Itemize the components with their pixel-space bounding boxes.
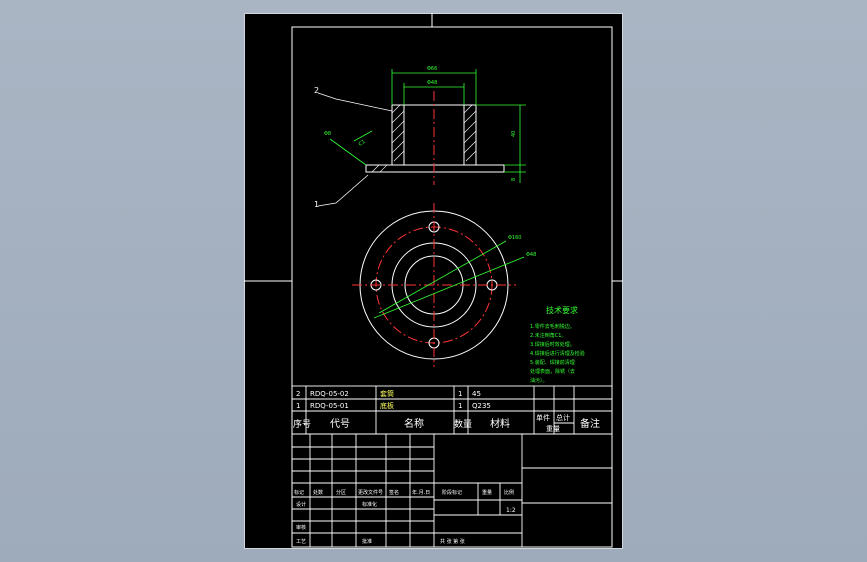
tb-change: 更改文件号: [358, 489, 383, 496]
tech-line: 4.焊接后进行清理及检验: [530, 350, 585, 357]
base-plate: [365, 164, 505, 173]
part-no: 1: [296, 402, 300, 410]
dim-weld: Φ8: [324, 131, 331, 137]
tb-review: 审核: [296, 524, 306, 531]
balloon-2: 2: [314, 86, 319, 95]
tech-line: 油污）。: [530, 377, 548, 384]
tb-sign: 签名: [389, 489, 399, 496]
top-view: [352, 203, 525, 367]
part-no: 2: [296, 390, 300, 398]
part-qty: 1: [458, 390, 462, 398]
tb-sheets: 共 张 第 张: [440, 538, 465, 545]
tb-date: 年.月.日: [412, 489, 430, 496]
part-qty: 1: [458, 402, 462, 410]
tech-line: 5.装配、焊接前清理: [530, 359, 575, 366]
header-remark: 备注: [580, 417, 600, 430]
tech-line: 3.焊接后时效处理。: [530, 341, 575, 348]
part-code: RDQ-05-02: [310, 390, 349, 398]
tb-stage: 阶段标记: [442, 489, 462, 496]
header-weight: 重量: [546, 425, 560, 433]
part-code: RDQ-05-01: [310, 402, 349, 410]
dim-top-outer: Φ66: [427, 66, 437, 72]
tb-count: 处数: [313, 489, 323, 496]
tech-line: 处理表面，除锈（去: [530, 368, 575, 375]
header-no: 序号: [293, 418, 311, 430]
front-view: [317, 69, 526, 207]
tech-title: 技术要求: [546, 305, 578, 315]
cad-drawing: 2 1 Φ66 Φ48 40 8 C1 Φ8 Φ160 Φ48 技术要求 1.零…: [244, 13, 623, 548]
part-material: Q235: [472, 402, 491, 410]
header-name: 名称: [404, 417, 424, 430]
tech-line: 1.零件去毛刺锐边。: [530, 323, 575, 330]
tb-weight: 重量: [482, 489, 492, 496]
tb-scale: 比例: [504, 489, 514, 496]
balloon-1: 1: [314, 200, 319, 209]
dim-pcd: Φ160: [508, 235, 521, 241]
tb-design: 设计: [296, 501, 306, 508]
tb-approve: 批准: [362, 538, 372, 545]
tech-line: 2.未注倒角C1。: [530, 332, 566, 339]
dim-height: 40: [511, 131, 517, 137]
tb-scale-value: 1:2: [506, 507, 516, 514]
header-total: 总计: [556, 413, 570, 422]
parts-list-grid: [291, 385, 613, 548]
tb-process: 工艺: [296, 539, 306, 545]
dim-top-inner: Φ48: [427, 80, 437, 86]
header-single: 单件: [536, 413, 550, 422]
dim-base: 8: [511, 178, 517, 181]
section-hatch: [371, 104, 477, 173]
header-qty: 数量: [454, 418, 472, 430]
part-name: 底板: [380, 401, 394, 410]
dim-chamfer: C1: [358, 139, 367, 148]
header-material: 材料: [490, 417, 510, 430]
tb-std: 标准化: [362, 501, 377, 508]
dim-hole: Φ48: [526, 252, 536, 258]
header-code: 代号: [330, 418, 350, 430]
tb-zone: 分区: [336, 489, 346, 496]
part-name: 套筒: [380, 389, 394, 398]
tb-mark: 标记: [294, 489, 304, 496]
part-material: 45: [472, 390, 481, 398]
